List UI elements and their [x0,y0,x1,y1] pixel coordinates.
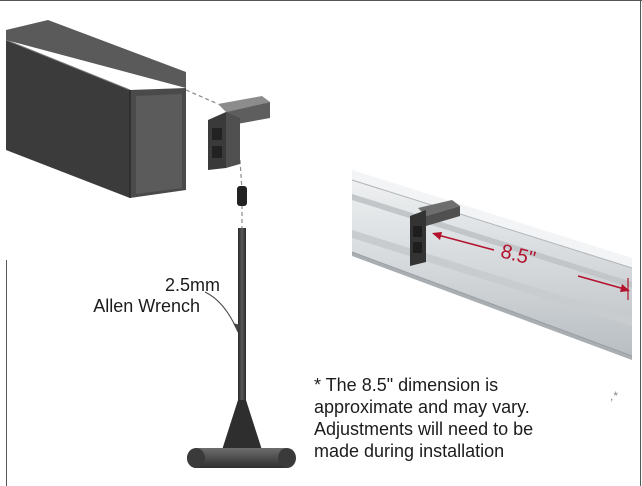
note-line-4: made during installation [314,441,505,461]
wrench-name-label: Allen Wrench [93,296,200,316]
note-line-1: * The 8.5" dimension is [314,375,499,395]
note-line-3: Adjustments will need to be [314,419,534,439]
set-screw [237,186,247,206]
mounting-bracket [208,96,270,170]
asterisk-mark: ,* [610,389,618,403]
ceiling-track [5,20,186,198]
wrench-label-leader [204,291,240,333]
alignment-lines [185,89,243,228]
note-line-2: approximate and may vary. [314,397,530,417]
wrench-size-label: 2.5mm [164,275,220,295]
installed-track-detail [351,170,633,360]
installation-note: * The 8.5" dimension is approximate and … [314,374,614,462]
allen-wrench [187,228,296,468]
dimension-marker [432,232,630,300]
